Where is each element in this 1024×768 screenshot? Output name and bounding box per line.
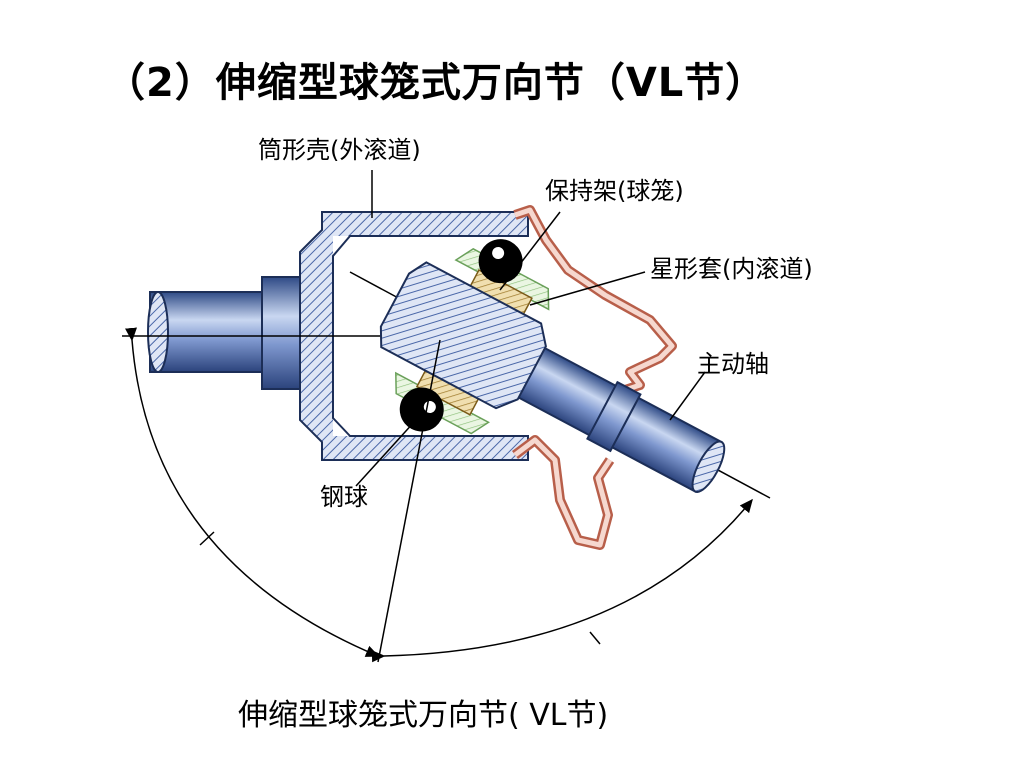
leader-lines (355, 170, 706, 663)
label-cage: 保持架(球笼) (545, 177, 684, 205)
label-steel-ball: 钢球 (320, 483, 368, 511)
diagram-caption: 伸缩型球笼式万向节( VL节) (238, 698, 609, 733)
input-shaft (147, 276, 305, 390)
label-housing: 筒形壳(外滚道) (258, 136, 421, 164)
slide-title: （2）伸缩型球笼式万向节（VL节） (105, 60, 767, 106)
drive-shaft-assembly (379, 239, 726, 493)
label-drive-shaft: 主动轴 (697, 350, 769, 378)
label-inner-race: 星形套(内滚道) (650, 255, 813, 283)
angle-arcs (125, 327, 753, 663)
inner-race (379, 261, 547, 410)
